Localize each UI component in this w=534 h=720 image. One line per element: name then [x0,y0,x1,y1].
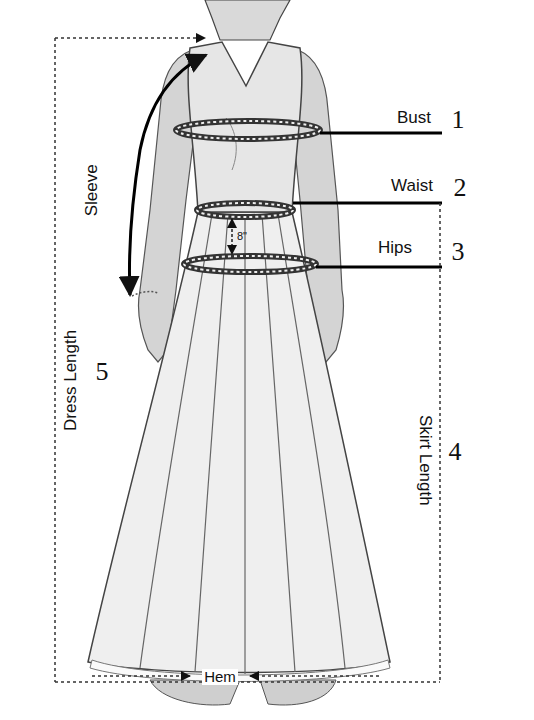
bodice [188,42,302,212]
leader-lines [293,133,442,267]
measure-label: Hem [202,669,238,686]
wrist-mark [132,292,158,296]
measuring-tapes [176,121,320,272]
dimension-lines [55,38,440,682]
callout-number: 2 [454,174,467,203]
callout-number: 5 [96,358,109,387]
pleat-lines [140,214,345,674]
measure-label: Bust [397,109,431,128]
hem-band [90,660,390,682]
sleeve-arrow [129,55,206,295]
measure-label: Sleeve [83,164,102,216]
hip-offset-arrow [231,219,233,254]
dimension-label: 8" [237,230,247,242]
callout-number: 4 [449,438,462,467]
measure-label: Dress Length [63,329,82,430]
callout-number: 3 [452,238,465,267]
skirt [88,212,390,673]
measure-label: Skirt Length [415,415,434,506]
neck [205,0,290,40]
right-foot [260,680,336,705]
callout-number: 1 [452,106,465,135]
measure-label: Waist [391,177,433,196]
bodice-fold [226,118,236,170]
measure-label: Hips [378,239,412,258]
